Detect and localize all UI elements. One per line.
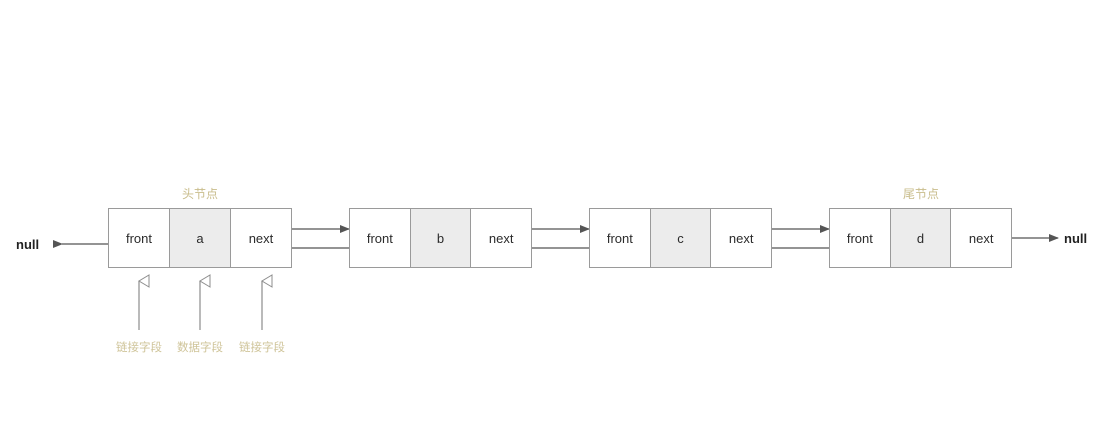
node-2-front-cell[interactable]: front [366,230,393,246]
node-3-next-cell[interactable]: next [728,230,754,246]
node-1-data-cell[interactable]: a [169,209,231,267]
node-4-data-cell[interactable]: d [889,209,952,267]
list-node-4[interactable]: front d next [829,208,1012,268]
list-node-1[interactable]: front a next [108,208,292,268]
node-4-front-cell[interactable]: front [846,230,873,246]
node-1-front-cell[interactable]: front [125,230,152,246]
node-3-front-cell[interactable]: front [606,230,633,246]
node-3-data-cell[interactable]: c [649,209,712,267]
annotation-data-field: 数据字段 [177,342,223,354]
node-title-tail: 尾节点 [902,187,939,201]
null-label-left: null [16,237,40,252]
list-node-3[interactable]: front c next [589,208,772,268]
null-label-right: null [1064,231,1088,246]
list-node-2[interactable]: front b next [349,208,532,268]
node-title-head: 头节点 [181,187,218,201]
annotation-front-field: 链接字段 [116,342,162,354]
node-2-data-cell[interactable]: b [409,209,472,267]
node-4-next-cell[interactable]: next [968,230,994,246]
annotation-next-field: 链接字段 [239,342,285,354]
node-1-next-cell[interactable]: next [248,230,274,246]
node-2-next-cell[interactable]: next [488,230,514,246]
